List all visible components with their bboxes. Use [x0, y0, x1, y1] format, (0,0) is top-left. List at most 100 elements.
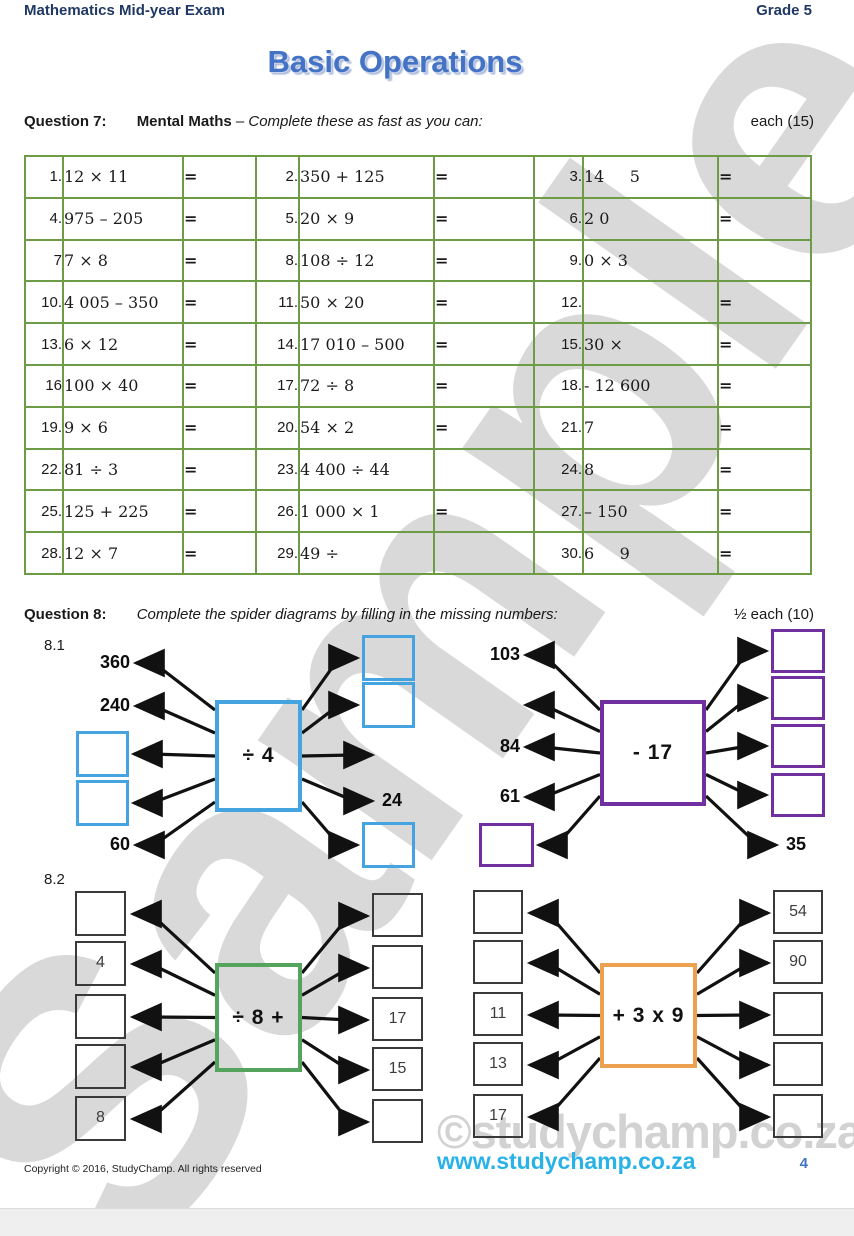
answer-cell[interactable]: =: [717, 447, 812, 492]
answer-cell[interactable]: =: [182, 447, 257, 492]
answer-cell[interactable]: [433, 531, 535, 575]
spider-8-2-right-answer-box[interactable]: [473, 890, 523, 934]
answer-cell[interactable]: =: [717, 363, 812, 408]
answer-cell[interactable]: =: [182, 196, 257, 241]
arrow-line: [526, 1035, 601, 1080]
problem-number-cell: 4.: [24, 196, 64, 241]
problem-number-cell: 21.: [533, 405, 584, 450]
problem-expression-cell: 100 × 40: [62, 363, 184, 408]
answer-cell[interactable]: =: [182, 280, 257, 325]
spider-8-2-left-answer-box[interactable]: [75, 1043, 126, 1089]
spider-8-1-left-answer-box[interactable]: [362, 822, 415, 868]
problem-number-cell: 11.: [255, 280, 300, 325]
spider-8-2-right-answer-box[interactable]: [773, 1094, 823, 1138]
problem-expression-cell: 81 ÷ 3: [62, 447, 184, 492]
spider-8-1-right-answer-box[interactable]: [771, 724, 825, 768]
answer-cell[interactable]: =: [433, 363, 535, 408]
spider-8-2-right-answer-box[interactable]: [773, 992, 823, 1036]
problem-number-cell: 27.: [533, 489, 584, 534]
spider-8-1-left-answer-box[interactable]: [362, 635, 415, 681]
question7-marks: each (15): [750, 113, 814, 130]
spider-8-1-right-answer-box[interactable]: [771, 773, 825, 817]
answer-cell[interactable]: =: [182, 238, 257, 283]
answer-cell[interactable]: =: [182, 322, 257, 366]
problem-expression-cell: 125 + 225: [62, 489, 184, 534]
problem-number-cell: 28.: [24, 531, 64, 575]
problem-expression-cell: 72 ÷ 8: [298, 363, 435, 408]
answer-cell[interactable]: =: [182, 531, 257, 575]
problem-number-cell: 24.: [533, 447, 584, 492]
problem-number-cell: 2.: [255, 155, 300, 199]
spider-8-2-right-answer-box[interactable]: [473, 940, 523, 984]
spider-8-2-left-answer-box[interactable]: [75, 890, 126, 936]
answer-cell[interactable]: =: [717, 405, 812, 450]
table-row: 13.6 × 12=14.17 010 – 500=15.30 ×=: [24, 322, 812, 366]
problem-expression-cell: 4 005 – 350: [62, 280, 184, 325]
arrow-line: [696, 1035, 772, 1080]
answer-cell[interactable]: =: [717, 280, 812, 325]
table-row: 10.4 005 – 350=11.50 × 20=12.=: [24, 280, 812, 325]
answer-cell[interactable]: =: [717, 322, 812, 366]
problem-number-cell: 3.: [533, 155, 584, 199]
problem-number-cell: 26.: [255, 489, 300, 534]
answer-cell[interactable]: =: [433, 196, 535, 241]
copyright-text: Copyright © 2016, StudyChamp. All rights…: [24, 1163, 262, 1175]
table-row: 1.12 × 11=2.350 + 125=3.14 5=: [24, 155, 812, 199]
answer-cell[interactable]: =: [182, 405, 257, 450]
answer-cell[interactable]: =: [433, 405, 535, 450]
answer-cell[interactable]: =: [717, 196, 812, 241]
table-row: 28.12 × 7=29.49 ÷30.6 9=: [24, 531, 812, 575]
spider-8-1-left-answer-box[interactable]: [76, 731, 129, 777]
answer-cell[interactable]: =: [433, 322, 535, 366]
answer-cell[interactable]: =: [433, 238, 535, 283]
answer-cell[interactable]: =: [182, 155, 257, 199]
problem-number-cell: 30.: [533, 531, 584, 575]
spider-8-2-left-answer-box[interactable]: [75, 993, 126, 1039]
answer-cell[interactable]: =: [717, 155, 812, 199]
spider-8-2-left-value-box: 4: [75, 940, 126, 986]
spider-8-2-left-answer-box[interactable]: [372, 1099, 423, 1143]
spider-8-2-left-answer-box[interactable]: [372, 893, 423, 937]
arrow-line: [696, 1000, 772, 1030]
spider-8-1-left-answer-box[interactable]: [76, 780, 129, 826]
spider-8-1-right-answer-box[interactable]: [771, 676, 825, 720]
problem-number-cell: 18.: [533, 363, 584, 408]
spider-8-2-left-answer-box[interactable]: [372, 945, 423, 989]
problem-expression-cell: 8: [582, 447, 719, 492]
answer-cell[interactable]: =: [433, 155, 535, 199]
problem-expression-cell: 17 010 – 500: [298, 322, 435, 366]
spider-8-1-left-answer-box[interactable]: [362, 682, 415, 728]
answer-cell[interactable]: =: [182, 363, 257, 408]
question8-label: Question 8:: [24, 606, 107, 623]
answer-cell[interactable]: =: [717, 489, 812, 534]
problem-expression-cell: 4 400 ÷ 44: [298, 447, 435, 492]
spider-8-2-right-answer-box[interactable]: [773, 1042, 823, 1086]
problem-expression-cell: – 150: [582, 489, 719, 534]
website-link[interactable]: www.studychamp.co.za: [437, 1148, 696, 1174]
problem-expression-cell: 108 ÷ 12: [298, 238, 435, 283]
spider-8-1-right-answer-box[interactable]: [771, 629, 825, 673]
spider-8-1-right-value-label: 84: [499, 736, 520, 756]
problem-number-cell: 25.: [24, 489, 64, 534]
answer-cell[interactable]: =: [433, 280, 535, 325]
answer-cell[interactable]: [433, 447, 535, 492]
spider-8-1-right-answer-box[interactable]: [479, 823, 534, 867]
problem-number-cell: 13.: [24, 322, 64, 366]
spider-8-2-right-value-box: 13: [473, 1042, 523, 1086]
problem-number-cell: 14.: [255, 322, 300, 366]
answer-cell[interactable]: [717, 238, 812, 283]
grade-label: Grade 5: [756, 2, 812, 19]
arrow-line: [696, 948, 772, 996]
problem-expression-cell: 30 ×: [582, 322, 719, 366]
answer-cell[interactable]: =: [433, 489, 535, 534]
problem-expression-cell: 0 × 3: [582, 238, 719, 283]
problem-number-cell: 23.: [255, 447, 300, 492]
problem-expression-cell: 6 × 12: [62, 322, 184, 366]
answer-cell[interactable]: =: [717, 531, 812, 575]
problem-number-cell: 16: [24, 363, 64, 408]
spider-8-1-right-value-label: 35: [786, 834, 807, 854]
problem-expression-cell: 49 ÷: [298, 531, 435, 575]
answer-cell[interactable]: =: [182, 489, 257, 534]
question8-marks: ½ each (10): [733, 606, 814, 623]
